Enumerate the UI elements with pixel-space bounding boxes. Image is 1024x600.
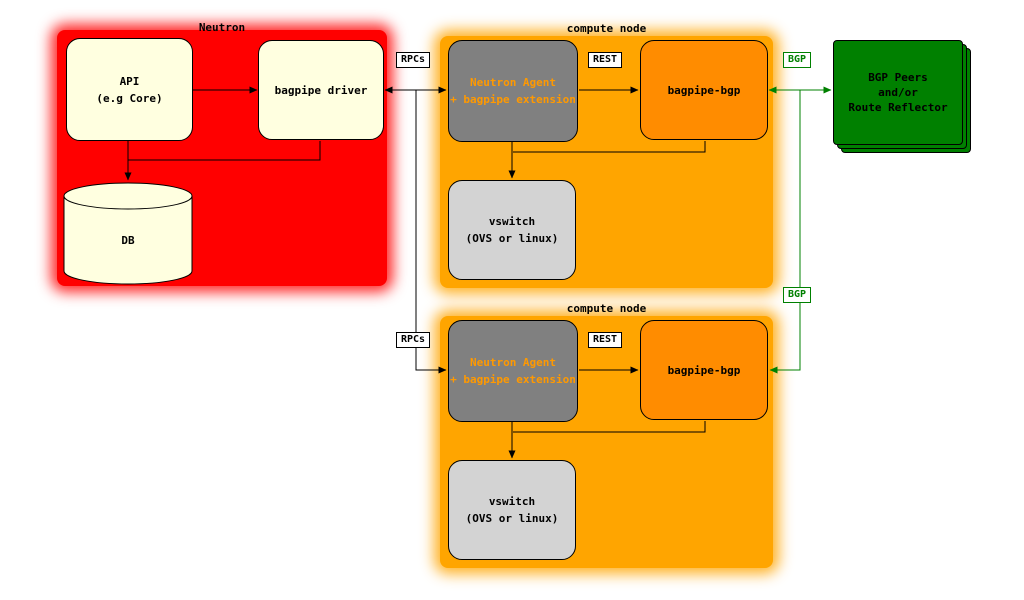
api-box: API (e.g Core) [66, 38, 193, 141]
rpcs-tag-2: RPCs [396, 332, 431, 348]
db-cylinder: DB [63, 182, 193, 285]
vswitch-1-line1: vswitch [488, 215, 536, 228]
neutron-agent-2-line1: Neutron Agent [469, 356, 557, 369]
bagpipe-driver-label: bagpipe driver [274, 83, 368, 97]
api-label-line1: API [119, 74, 140, 88]
rest-tag-2: REST [588, 332, 623, 348]
db-cylinder-rim [63, 195, 193, 210]
compute-node-1-title: compute node [566, 22, 647, 35]
arrow-driver-to-agent2-rpcs [415, 90, 447, 374]
bagpipe-bgp-box-1: bagpipe-bgp [640, 40, 768, 140]
vswitch-2-line1: vswitch [488, 495, 536, 508]
bgp-peers-line3: Route Reflector [848, 101, 948, 114]
api-label-line2: (e.g Core) [96, 91, 163, 105]
neutron-agent-1-line2: + bagpipe extension [450, 93, 576, 106]
db-label: DB [121, 234, 135, 247]
bgp-peers-line2: and/or [878, 86, 918, 99]
neutron-agent-2-line2: + bagpipe extension [450, 373, 576, 386]
wire-bagpipe1-to-vswitch1-branch [513, 141, 706, 153]
arrow-peers-to-bagpipe2-bgp [769, 90, 801, 374]
rpcs-tag-1: RPCs [396, 52, 431, 68]
vswitch-2-line2: (OVS or linux) [465, 512, 559, 525]
bgp-peers-line1: BGP Peers [868, 71, 928, 84]
vswitch-box-1: vswitch (OVS or linux) [448, 180, 576, 280]
rest-tag-1: REST [588, 52, 623, 68]
bgp-peers-box: BGP Peers and/or Route Reflector [833, 40, 963, 145]
bgp-tag-2: BGP [783, 287, 812, 303]
bagpipe-driver-box: bagpipe driver [258, 40, 384, 140]
wire-bagpipe2-to-vswitch2-branch [513, 421, 706, 433]
bgp-tag-1: BGP [783, 52, 812, 68]
wire-driver-to-db-branch [128, 141, 321, 161]
neutron-agent-box-2: Neutron Agent + bagpipe extension [448, 320, 578, 422]
neutron-agent-box-1: Neutron Agent + bagpipe extension [448, 40, 578, 142]
neutron-group-title: Neutron [198, 21, 246, 34]
bagpipe-bgp-box-2: bagpipe-bgp [640, 320, 768, 420]
compute-node-2-title: compute node [566, 302, 647, 315]
bagpipe-bgp-1-label: bagpipe-bgp [667, 83, 741, 97]
vswitch-box-2: vswitch (OVS or linux) [448, 460, 576, 560]
neutron-agent-1-line1: Neutron Agent [469, 76, 557, 89]
bagpipe-bgp-2-label: bagpipe-bgp [667, 363, 741, 377]
db-cylinder-body [63, 182, 193, 285]
vswitch-1-line2: (OVS or linux) [465, 232, 559, 245]
